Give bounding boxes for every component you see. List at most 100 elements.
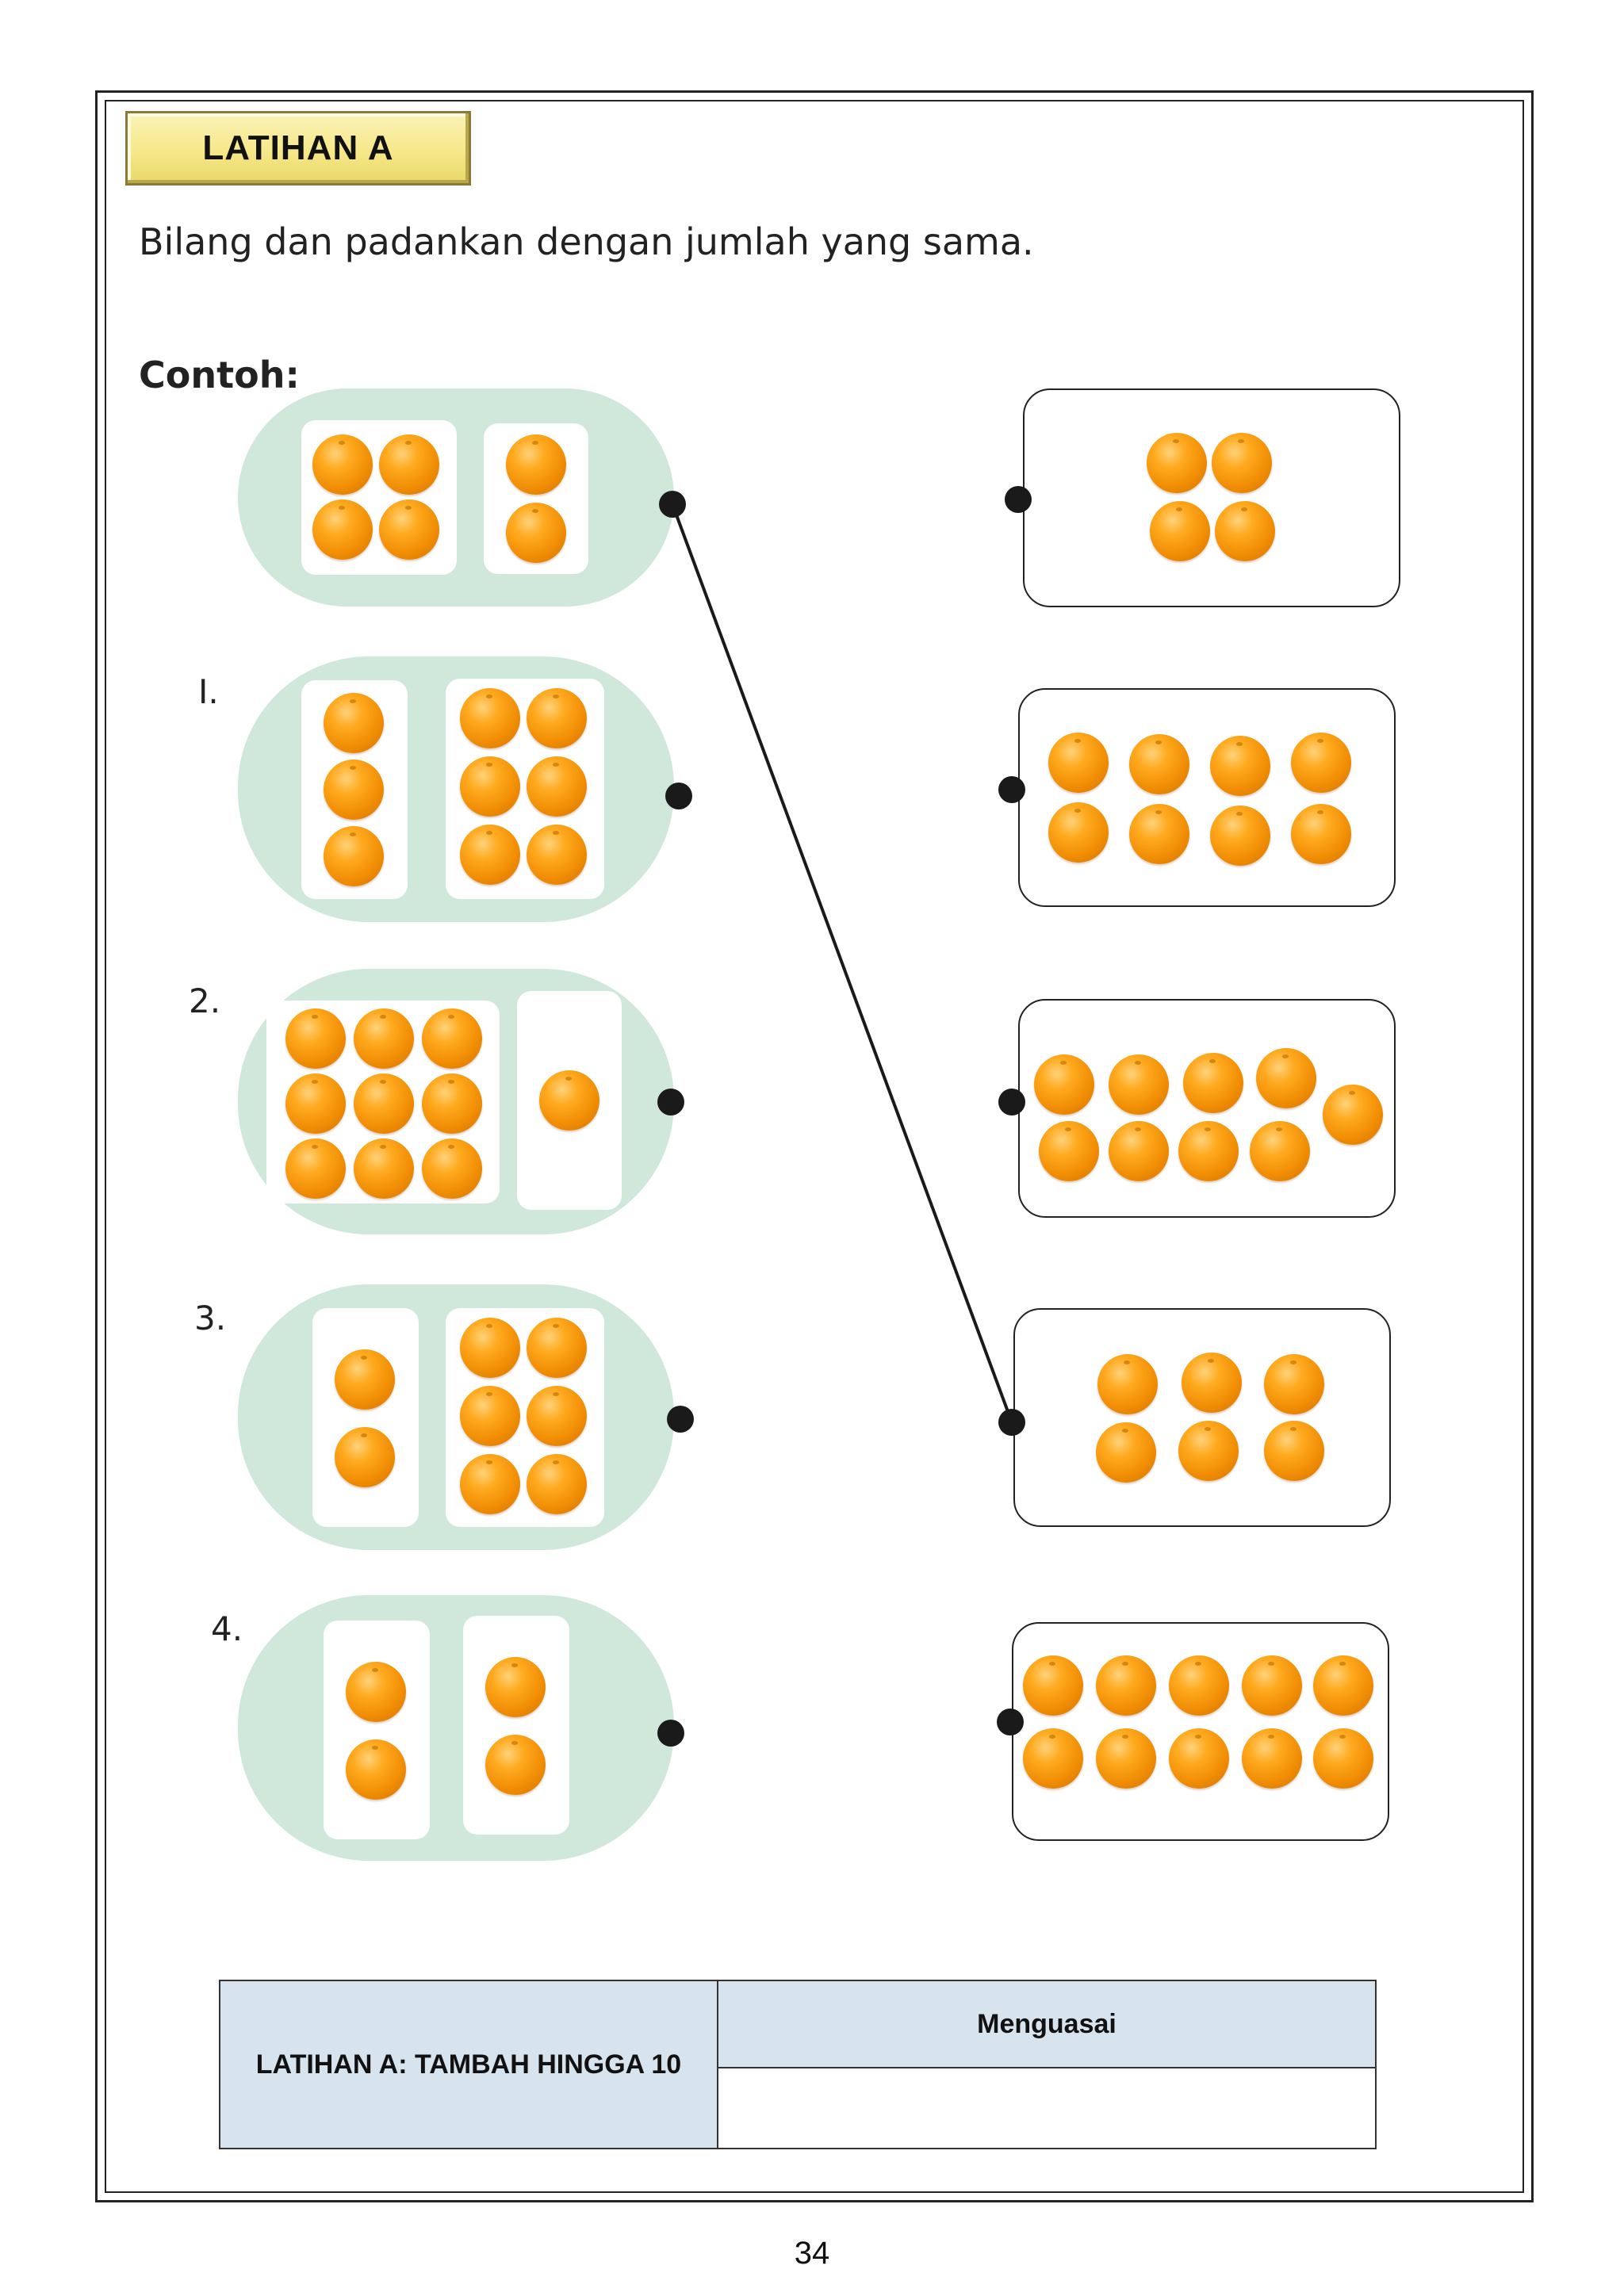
- page-border-outer: [95, 90, 1534, 2202]
- orange-icon: [354, 1138, 414, 1199]
- orange-icon: [1178, 1121, 1239, 1181]
- answer-dot-3[interactable]: [998, 1089, 1025, 1115]
- orange-icon: [1264, 1421, 1324, 1481]
- answer-box-4: [1013, 1308, 1391, 1527]
- orange-icon: [1147, 433, 1207, 493]
- example-match-line: [671, 503, 1013, 1423]
- orange-icon: [539, 1070, 599, 1131]
- page-number: 34: [794, 2236, 830, 2271]
- orange-icon: [1313, 1655, 1373, 1716]
- orange-icon: [1242, 1655, 1302, 1716]
- orange-icon: [527, 1318, 587, 1378]
- orange-icon: [1323, 1085, 1383, 1145]
- orange-icon: [1169, 1655, 1229, 1716]
- orange-icon: [460, 1454, 520, 1514]
- orange-icon: [354, 1073, 414, 1134]
- question-dot-example[interactable]: [659, 491, 686, 518]
- orange-icon: [312, 434, 373, 495]
- question-2-right-group: [517, 991, 622, 1210]
- orange-icon: [354, 1008, 414, 1069]
- orange-icon: [1048, 802, 1109, 863]
- answer-dot-4[interactable]: [998, 1409, 1025, 1436]
- orange-icon: [460, 825, 520, 885]
- question-4-right-group: [463, 1616, 569, 1835]
- orange-icon: [346, 1662, 406, 1722]
- orange-icon: [460, 756, 520, 817]
- question-number-4: 4.: [211, 1609, 243, 1648]
- orange-icon: [1256, 1048, 1316, 1108]
- page-border-inner: [105, 100, 1524, 2193]
- orange-icon: [422, 1008, 482, 1069]
- answer-box-3: [1018, 999, 1396, 1218]
- answer-dot-2[interactable]: [998, 776, 1025, 803]
- question-number-2: 2.: [189, 982, 221, 1020]
- orange-icon: [324, 760, 384, 820]
- orange-icon: [527, 1454, 587, 1514]
- orange-icon: [1212, 433, 1272, 493]
- orange-icon: [1210, 806, 1270, 866]
- orange-icon: [485, 1735, 546, 1795]
- mastery-table-header: Menguasai: [717, 1980, 1377, 2068]
- orange-icon: [312, 499, 373, 560]
- orange-icon: [1096, 1728, 1156, 1789]
- answer-dot-1[interactable]: [1005, 486, 1032, 513]
- orange-icon: [1210, 736, 1270, 796]
- orange-icon: [379, 434, 439, 495]
- orange-icon: [1129, 734, 1189, 794]
- question-dot-2[interactable]: [657, 1089, 684, 1115]
- exercise-title-badge: LATIHAN A: [125, 111, 471, 186]
- mastery-table-value-cell[interactable]: [717, 2067, 1377, 2149]
- question-dot-3[interactable]: [667, 1406, 694, 1433]
- orange-icon: [335, 1349, 395, 1410]
- orange-icon: [1169, 1728, 1229, 1789]
- orange-icon: [1250, 1121, 1310, 1181]
- orange-icon: [1150, 501, 1210, 561]
- orange-icon: [460, 1318, 520, 1378]
- orange-icon: [1023, 1655, 1083, 1716]
- question-1-pill: [238, 656, 674, 922]
- orange-icon: [506, 434, 566, 495]
- orange-icon: [527, 825, 587, 885]
- question-number-3: 3.: [194, 1299, 227, 1337]
- orange-icon: [506, 503, 566, 563]
- orange-icon: [1291, 733, 1351, 793]
- question-4-left-group: [324, 1621, 430, 1839]
- orange-icon: [1183, 1053, 1243, 1113]
- orange-icon: [1096, 1655, 1156, 1716]
- orange-icon: [1313, 1728, 1373, 1789]
- question-2-left-group: [266, 1001, 500, 1203]
- orange-icon: [1291, 804, 1351, 864]
- orange-icon: [1096, 1422, 1156, 1483]
- orange-icon: [1034, 1054, 1094, 1115]
- orange-icon: [460, 688, 520, 748]
- orange-icon: [422, 1073, 482, 1134]
- orange-icon: [1264, 1354, 1324, 1414]
- mastery-table: LATIHAN A: TAMBAH HINGGA 10 Menguasai: [219, 1980, 1377, 2149]
- answer-dot-5[interactable]: [997, 1709, 1024, 1735]
- orange-icon: [1023, 1728, 1083, 1789]
- orange-icon: [285, 1073, 346, 1134]
- answer-box-5: [1012, 1622, 1389, 1841]
- example-question-pill: [238, 388, 674, 607]
- orange-icon: [324, 826, 384, 886]
- mastery-table-label: LATIHAN A: TAMBAH HINGGA 10: [219, 1980, 718, 2149]
- orange-icon: [1242, 1728, 1302, 1789]
- question-4-pill: [238, 1595, 674, 1861]
- example-left-group: [301, 420, 457, 575]
- orange-icon: [379, 499, 439, 560]
- orange-icon: [527, 1386, 587, 1446]
- orange-icon: [1182, 1353, 1242, 1413]
- example-label: Contoh:: [139, 354, 300, 396]
- question-3-left-group: [312, 1308, 419, 1527]
- question-dot-4[interactable]: [657, 1720, 684, 1747]
- orange-icon: [1129, 804, 1189, 864]
- question-dot-1[interactable]: [665, 783, 692, 809]
- example-right-group: [484, 423, 588, 574]
- exercise-title: LATIHAN A: [202, 128, 394, 167]
- orange-icon: [422, 1138, 482, 1199]
- orange-icon: [485, 1657, 546, 1717]
- question-3-right-group: [446, 1308, 604, 1527]
- orange-icon: [335, 1427, 395, 1487]
- orange-icon: [1109, 1121, 1169, 1181]
